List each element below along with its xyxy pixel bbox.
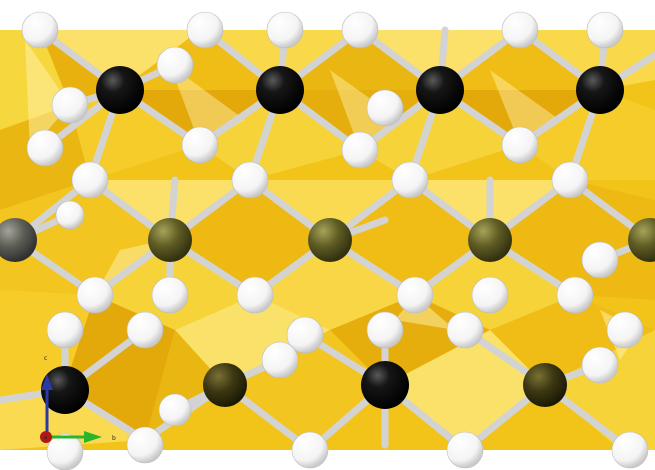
olive-atom (523, 363, 567, 407)
c-axis-arrowhead (41, 374, 53, 390)
white-atom (236, 276, 274, 314)
white-atom (471, 276, 509, 314)
white-atom (501, 11, 539, 49)
white-atom (261, 341, 299, 379)
white-atom (391, 161, 429, 199)
facet (280, 30, 440, 90)
white-atom (611, 431, 649, 469)
white-atom (341, 131, 379, 169)
white-atom (266, 11, 304, 49)
olive-atom (148, 218, 192, 262)
white-atom (446, 431, 484, 469)
black-atom (361, 361, 409, 409)
white-atom (71, 161, 109, 199)
olive-atom (628, 218, 655, 262)
white-atom (21, 11, 59, 49)
white-atom (156, 46, 194, 84)
facet (255, 240, 415, 330)
facet (0, 385, 145, 450)
olive-atom (468, 218, 512, 262)
facet (70, 90, 200, 180)
facet (440, 30, 600, 90)
white-atom (186, 11, 224, 49)
facet (360, 90, 520, 180)
white-atom (26, 129, 64, 167)
olive-atom (308, 218, 352, 262)
white-atom (231, 161, 269, 199)
olive-atom (203, 363, 247, 407)
facet (330, 295, 490, 385)
facet (545, 330, 655, 450)
white-atom (76, 276, 114, 314)
black-atom (256, 66, 304, 114)
white-atom (126, 426, 164, 464)
atoms-layer (0, 11, 655, 470)
white-atom (396, 276, 434, 314)
white-atom (126, 311, 164, 349)
white-atom (366, 89, 404, 127)
facet (440, 90, 600, 145)
facet (175, 295, 330, 385)
white-atom (366, 311, 404, 349)
black-atom (96, 66, 144, 114)
white-atom (46, 433, 84, 470)
white-atom (581, 241, 619, 279)
facet (120, 90, 280, 145)
b-axis-label: b (112, 435, 116, 442)
black-atom (41, 366, 89, 414)
white-atom (501, 126, 539, 164)
white-atom (341, 11, 379, 49)
facet (40, 30, 200, 90)
white-atom (551, 161, 589, 199)
white-atom (286, 316, 324, 354)
white-atom (51, 86, 89, 124)
black-atom (416, 66, 464, 114)
white-atom (55, 200, 85, 230)
white-atom (586, 11, 624, 49)
b-axis-arrowhead (84, 431, 102, 443)
axis-triad: c b a (40, 355, 116, 443)
a-axis-label: a (44, 435, 47, 441)
white-atom (606, 311, 644, 349)
gray-atom (0, 218, 37, 262)
white-atom (158, 393, 192, 427)
white-atom (151, 276, 189, 314)
white-atom (581, 346, 619, 384)
white-atom (446, 311, 484, 349)
white-atom (46, 311, 84, 349)
a-axis-dot (40, 431, 52, 443)
white-atom (556, 276, 594, 314)
white-atom (291, 431, 329, 469)
black-atom (576, 66, 624, 114)
white-atom (181, 126, 219, 164)
facet (250, 180, 410, 240)
facet (25, 40, 70, 150)
c-axis-label: c (44, 355, 47, 362)
facet (200, 90, 360, 180)
